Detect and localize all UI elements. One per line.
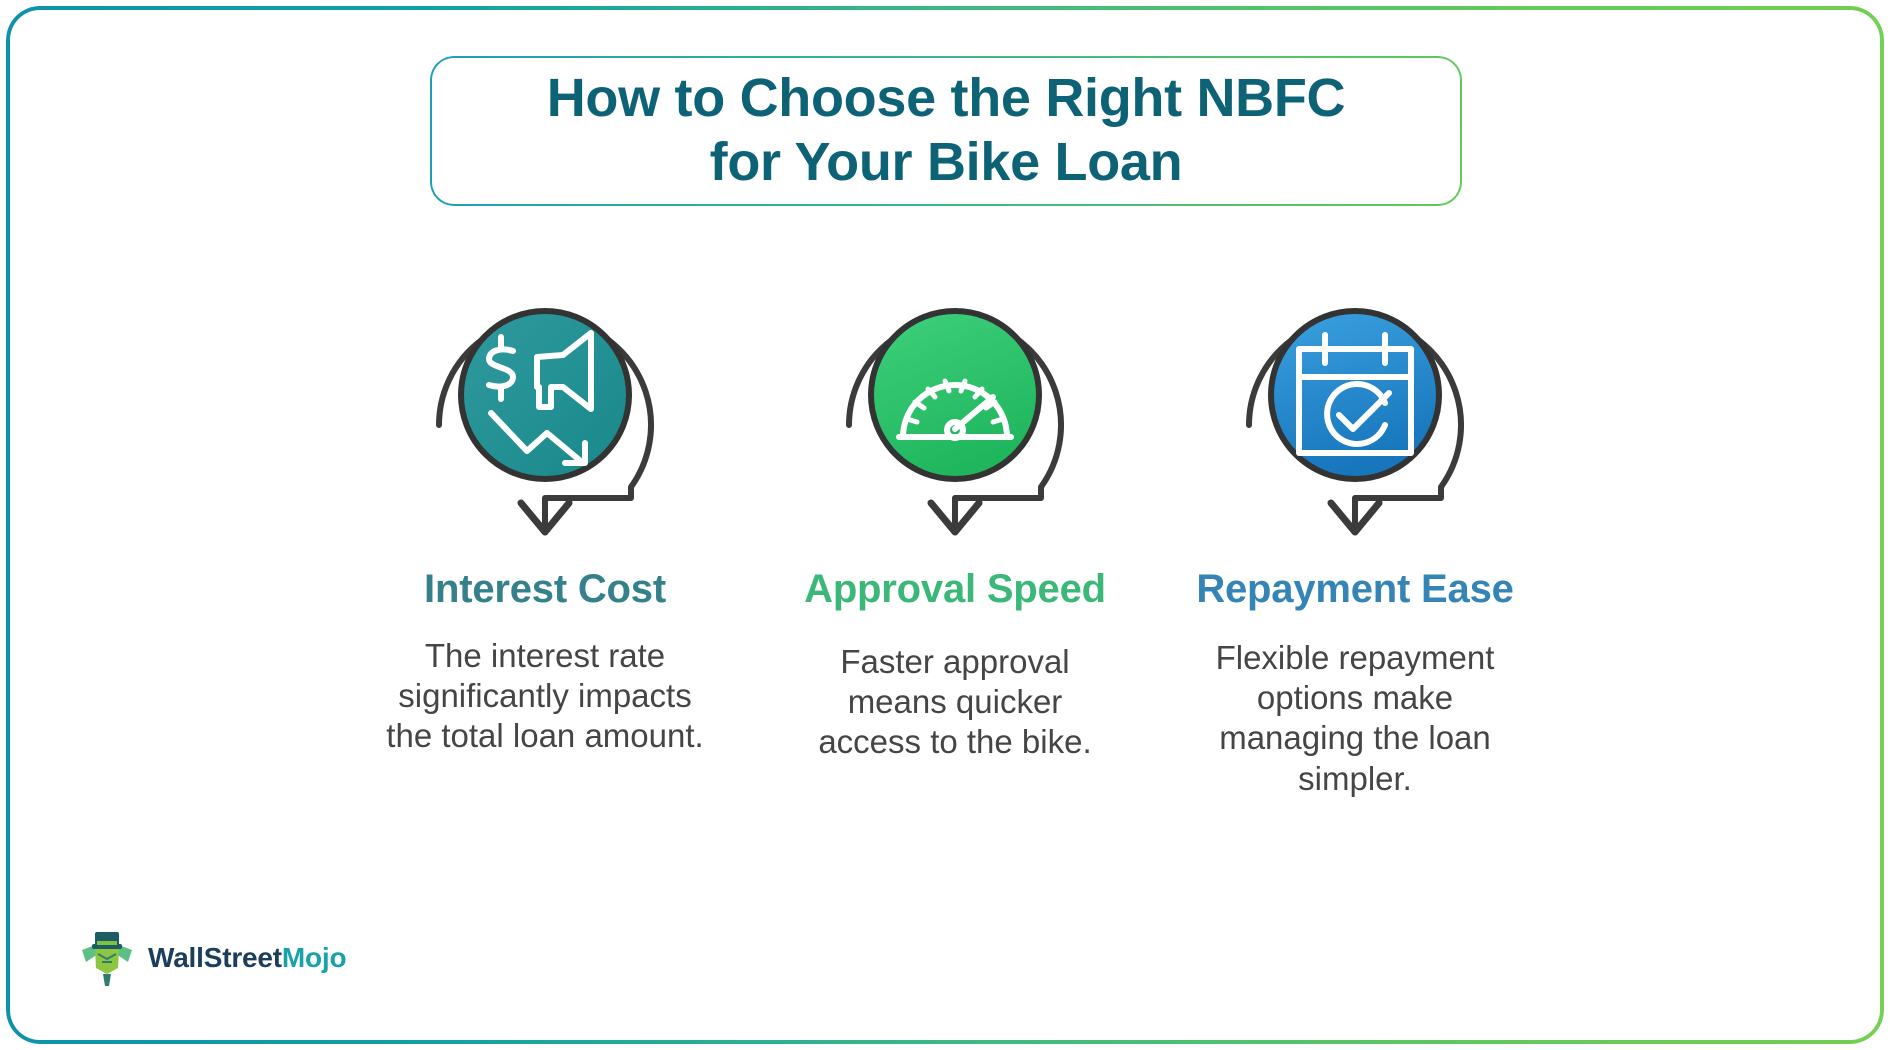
wallstreetmojo-logo: WallStreetMojo	[78, 928, 347, 988]
badge-interest-cost	[415, 255, 675, 555]
mascot-logo-icon	[82, 932, 132, 986]
badge-repayment-ease	[1225, 255, 1485, 555]
icon-circle	[868, 308, 1042, 482]
feature-description-interest-cost: The interest rate significantly impacts …	[386, 636, 704, 755]
feature-column-approval-speed: Approval Speed Faster approval means qui…	[760, 255, 1150, 763]
speedometer-icon	[896, 378, 1014, 441]
feature-description-repayment-ease: Flexible repayment options make managing…	[1215, 638, 1495, 797]
badge-approval-speed	[825, 255, 1085, 555]
feature-description-approval-speed: Faster approval means quicker access to …	[818, 642, 1092, 761]
title-border-box	[430, 56, 1462, 206]
calendar-check-icon	[1296, 332, 1414, 456]
feature-heading-interest-cost: Interest Cost	[424, 567, 666, 611]
badge-graphic-interest-cost	[436, 308, 654, 536]
badge-graphic-repayment-ease	[1246, 308, 1464, 536]
page-title-line-2: for Your Bike Loan	[709, 132, 1183, 192]
feature-heading-repayment-ease: Repayment Ease	[1196, 567, 1514, 611]
logo-wordmark: WallStreetMojo	[148, 942, 347, 974]
badge-graphic-approval-speed	[846, 308, 1064, 536]
arrow-head-icon	[927, 499, 983, 536]
feature-column-repayment-ease: Repayment Ease Flexible repayment option…	[1150, 255, 1560, 799]
feature-columns: Interest Cost The interest rate signific…	[0, 255, 1890, 799]
declining-trend-arrow-icon	[488, 410, 588, 466]
megaphone-icon	[534, 330, 594, 412]
logo-text-wallstreet: WallStreet	[148, 942, 282, 973]
logo-text-mojo: Mojo	[281, 942, 347, 973]
dollar-sign-icon	[486, 334, 516, 402]
icon-circle	[1268, 308, 1442, 482]
page-title: How to Choose the Right NBFC for Your Bi…	[430, 56, 1462, 206]
arrow-head-icon	[1327, 499, 1383, 536]
page-title-line-1: How to Choose the Right NBFC	[546, 68, 1346, 129]
feature-heading-approval-speed: Approval Speed	[804, 567, 1106, 611]
icon-circle	[458, 308, 632, 482]
arrow-head-icon	[517, 499, 573, 536]
feature-column-interest-cost: Interest Cost The interest rate signific…	[330, 255, 760, 757]
